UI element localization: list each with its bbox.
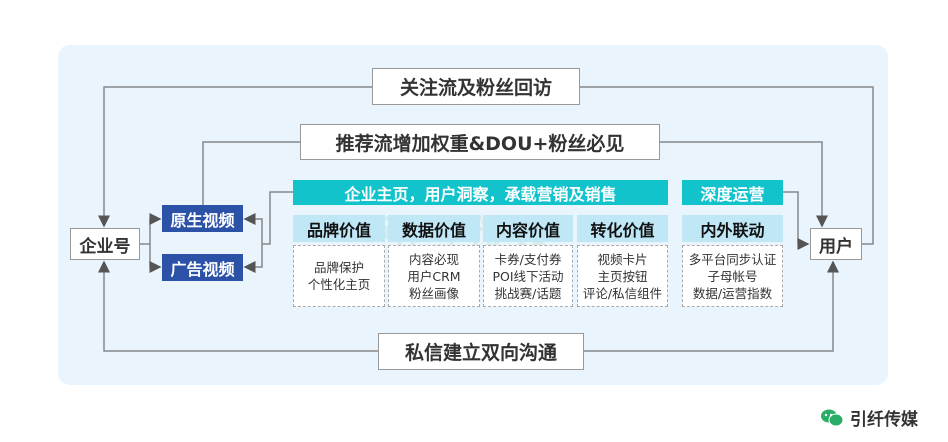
deep-ops-header: 深度运营 xyxy=(682,180,783,205)
list-item: 内容必现 xyxy=(408,251,459,267)
list-item: 评论/私信组件 xyxy=(582,285,663,301)
column-items-brand: 品牌保护 个性化主页 xyxy=(293,245,385,307)
list-item: 视频卡片 xyxy=(597,251,648,267)
column-title-data: 数据价值 xyxy=(388,215,480,242)
brand-logo: 引纤传媒 xyxy=(820,405,918,430)
list-item: 粉丝画像 xyxy=(408,285,459,301)
list-item: POI线下活动 xyxy=(492,268,564,284)
column-title-brand: 品牌价值 xyxy=(293,215,385,242)
list-item: 数据/运营指数 xyxy=(692,285,773,301)
private-message-box: 私信建立双向沟通 xyxy=(378,333,584,370)
main-header: 企业主页，用户洞察，承载营销及销售 xyxy=(293,180,668,205)
column-title-linkage: 内外联动 xyxy=(682,215,783,242)
list-item: 卡券/支付券 xyxy=(494,251,562,267)
list-item: 子母帐号 xyxy=(707,268,758,284)
list-item: 品牌保护 xyxy=(313,260,364,275)
recommend-stream-box: 推荐流增加权重&DOU+粉丝必见 xyxy=(300,124,660,160)
column-items-content: 卡券/支付券 POI线下活动 挑战赛/话题 xyxy=(483,245,573,307)
follow-stream-box: 关注流及粉丝回访 xyxy=(372,68,580,105)
native-video-box: 原生视频 xyxy=(162,205,243,232)
brand-name: 引纤传媒 xyxy=(850,410,918,430)
ad-video-box: 广告视频 xyxy=(162,254,243,281)
enterprise-account-box: 企业号 xyxy=(70,228,140,260)
list-item: 用户CRM xyxy=(407,268,461,284)
list-item: 主页按钮 xyxy=(597,268,648,284)
list-item: 多平台同步认证 xyxy=(688,251,777,267)
list-item: 个性化主页 xyxy=(307,277,371,292)
column-items-conversion: 视频卡片 主页按钮 评论/私信组件 xyxy=(577,245,668,307)
column-items-data: 内容必现 用户CRM 粉丝画像 xyxy=(388,245,480,307)
column-title-conversion: 转化价值 xyxy=(577,215,668,242)
wechat-icon xyxy=(821,409,844,426)
user-box: 用户 xyxy=(810,228,862,260)
column-title-content: 内容价值 xyxy=(483,215,573,242)
column-items-linkage: 多平台同步认证 子母帐号 数据/运营指数 xyxy=(682,245,783,307)
list-item: 挑战赛/话题 xyxy=(494,285,562,301)
